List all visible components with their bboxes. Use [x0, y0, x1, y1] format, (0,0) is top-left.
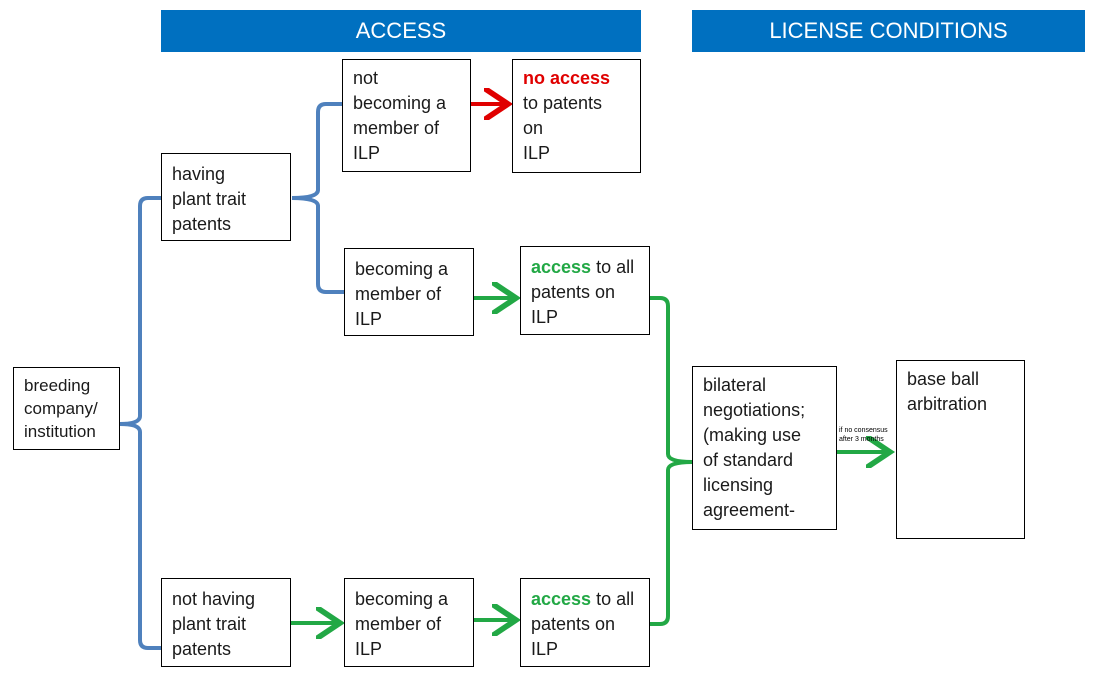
access-highlight: access: [531, 589, 592, 609]
text-line: ILP: [531, 639, 559, 659]
text-line: of standard: [703, 450, 794, 470]
text-line: having: [172, 164, 226, 184]
text-line: member of: [355, 284, 442, 304]
text-line: becoming a: [355, 259, 449, 279]
header-license-conditions: LICENSE CONDITIONS: [692, 10, 1085, 52]
text-line: institution: [24, 422, 96, 441]
text-line: member of: [353, 118, 440, 138]
box-becoming-member-top: becoming a member of ILP: [344, 248, 474, 336]
text-line: ILP: [523, 143, 551, 163]
text-line: becoming a: [355, 589, 449, 609]
box-no-access: no access to patents on ILP: [512, 59, 641, 173]
access-line: access to all: [531, 255, 639, 280]
text-line: plant trait: [172, 189, 247, 209]
text-fragment: to all: [591, 257, 635, 277]
bracket-breeding: [119, 196, 162, 650]
box-having-patents: having plant trait patents: [161, 153, 291, 241]
text-line: breeding: [24, 376, 91, 395]
text-line: negotiations;: [703, 400, 806, 420]
access-highlight: access: [531, 257, 592, 277]
box-bilateral-negotiations: bilateral negotiations; (making use of s…: [692, 366, 837, 530]
text-line: ILP: [531, 307, 559, 327]
text-line: on: [523, 118, 544, 138]
box-access-bottom: access to all patents on ILP: [520, 578, 650, 667]
text-line: licensing: [703, 475, 774, 495]
access-line: access to all: [531, 587, 639, 612]
text-line: bilateral: [703, 375, 767, 395]
text-line: (making use: [703, 425, 802, 445]
box-becoming-member-bottom: becoming a member of ILP: [344, 578, 474, 667]
text-line: not: [353, 68, 379, 88]
text-line: to patents: [523, 93, 603, 113]
text-line: base ball: [907, 369, 980, 389]
text-line: plant trait: [172, 614, 247, 634]
note-line: after 3 months: [839, 436, 884, 443]
text-line: ILP: [355, 309, 383, 329]
box-not-having-patents: not having plant trait patents: [161, 578, 291, 667]
box-access-top: access to all patents on ILP: [520, 246, 650, 335]
text-fragment: to all: [591, 589, 635, 609]
text-line: member of: [355, 614, 442, 634]
arrow-note-no-consensus: if no consensus after 3 months: [839, 426, 888, 444]
bracket-having-patents: [291, 102, 344, 294]
text-line: patents: [172, 214, 232, 234]
text-line: agreement-: [703, 500, 796, 520]
box-base-ball-arbitration: base ball arbitration: [896, 360, 1025, 539]
text-line: ILP: [355, 639, 383, 659]
box-breeding-company: breeding company/ institution: [13, 367, 120, 450]
text-line: ILP: [353, 143, 381, 163]
text-line: becoming a: [353, 93, 447, 113]
no-access-highlight: no access: [523, 68, 611, 88]
text-line: patents on: [531, 282, 616, 302]
text-line: patents on: [531, 614, 616, 634]
box-not-becoming-member: not becoming a member of ILP: [342, 59, 471, 172]
text-line: arbitration: [907, 394, 988, 414]
header-access: ACCESS: [161, 10, 641, 52]
text-line: company/: [24, 399, 98, 418]
note-line: if no consensus: [839, 427, 888, 434]
text-line: not having: [172, 589, 256, 609]
text-line: patents: [172, 639, 232, 659]
bracket-access-to-bilateral: [650, 296, 693, 626]
